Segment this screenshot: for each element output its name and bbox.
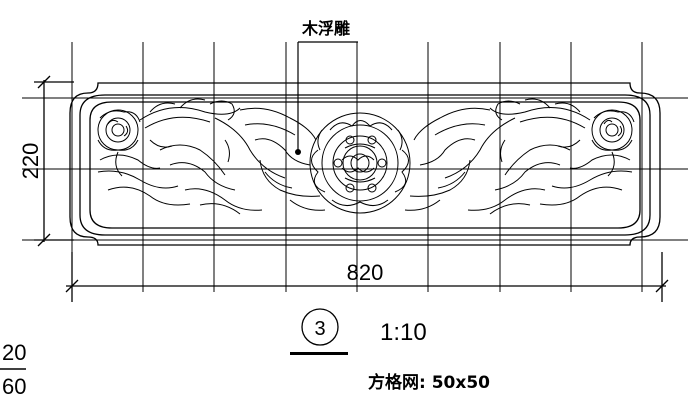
height-dimension-value: 220 bbox=[18, 143, 43, 180]
callout-leader-dot bbox=[295, 149, 301, 155]
detail-number: 3 bbox=[314, 318, 325, 340]
width-dimension-line bbox=[65, 252, 669, 302]
central-peony-flower bbox=[309, 112, 411, 214]
callout-leader bbox=[297, 41, 358, 152]
width-dimension-value: 820 bbox=[347, 260, 384, 285]
grid-lines bbox=[22, 42, 688, 292]
height-dimension-line bbox=[34, 75, 74, 247]
right-scroll-leaves bbox=[404, 98, 633, 215]
left-rose-flower bbox=[97, 109, 141, 151]
right-rose-flower bbox=[591, 109, 635, 151]
detail-number-circle bbox=[301, 308, 339, 346]
partial-fraction-top: 20 bbox=[2, 340, 26, 365]
detail-underline bbox=[290, 352, 348, 355]
grid-spacing-note: 方格网: 50x50 bbox=[368, 372, 490, 393]
partial-fraction-bottom: 60 bbox=[2, 374, 26, 395]
scale-label: 1:10 bbox=[380, 319, 427, 346]
callout-label: 木浮雕 bbox=[301, 19, 350, 38]
left-scroll-leaves bbox=[97, 98, 326, 215]
floral-carving bbox=[97, 98, 635, 215]
panel-frame bbox=[69, 82, 661, 246]
